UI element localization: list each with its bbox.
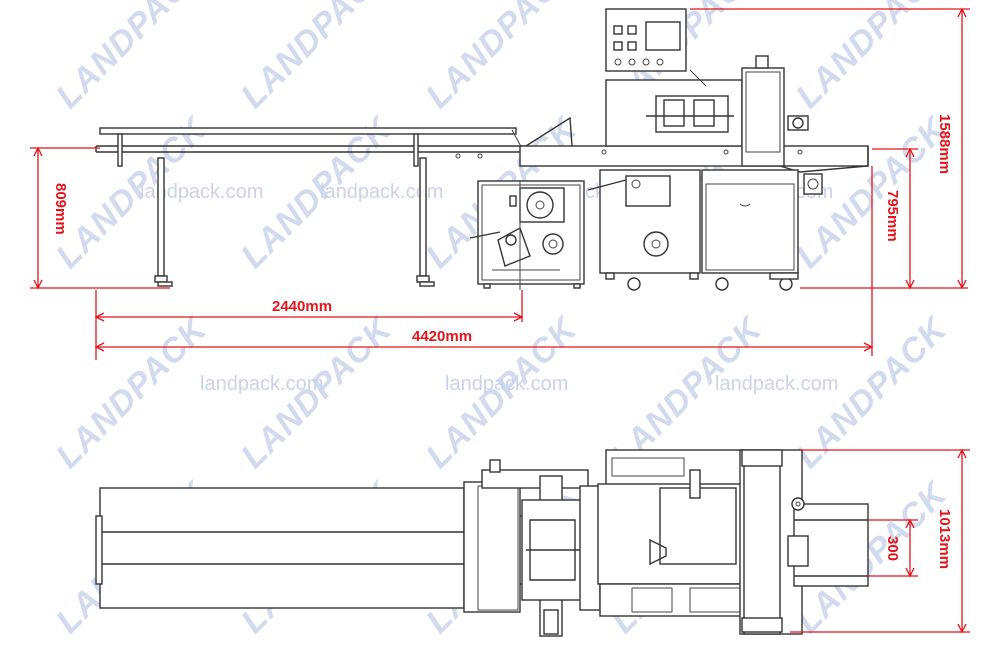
top-view xyxy=(95,449,869,637)
outfeed-conveyor-top xyxy=(787,497,869,587)
side-view xyxy=(95,8,869,291)
dim-outfeed-width: 300 xyxy=(884,536,901,561)
sealing-unit-top xyxy=(739,449,803,635)
dimensions: 809mm 2440mm 4420mm 795mm 1588mm 10 xyxy=(30,7,970,634)
film-folder-top xyxy=(481,459,601,637)
dim-outfeed-height: 795mm xyxy=(884,190,901,242)
watermark-logo: LANDPACK xyxy=(419,0,586,116)
dim-infeed-length: 2440mm xyxy=(272,298,332,315)
dim-overall-length: 4420mm xyxy=(412,328,472,345)
watermark-logo: LANDPACK xyxy=(49,309,216,476)
dim-infeed-height: 809mm xyxy=(52,183,69,235)
film-unwind-frame xyxy=(469,180,585,290)
watermark-site: landpack.com xyxy=(445,373,568,395)
infeed-conveyor xyxy=(95,127,525,287)
watermark-site: landpack.com xyxy=(320,181,443,203)
control-cabinet xyxy=(605,8,743,147)
watermark-site: landpack.com xyxy=(200,373,323,395)
watermark-logo: LANDPACK xyxy=(49,0,216,116)
dim-total-width: 1013mm xyxy=(936,509,953,569)
sealing-tower xyxy=(741,55,809,167)
dim-total-height: 1588mm xyxy=(936,114,953,174)
watermark-site: landpack.com xyxy=(715,373,838,395)
watermark-site: landpack.com xyxy=(140,181,263,203)
watermark-logo: LANDPACK xyxy=(789,0,956,116)
watermark-logo: LANDPACK xyxy=(234,0,401,116)
infeed-conveyor-top xyxy=(95,481,525,613)
